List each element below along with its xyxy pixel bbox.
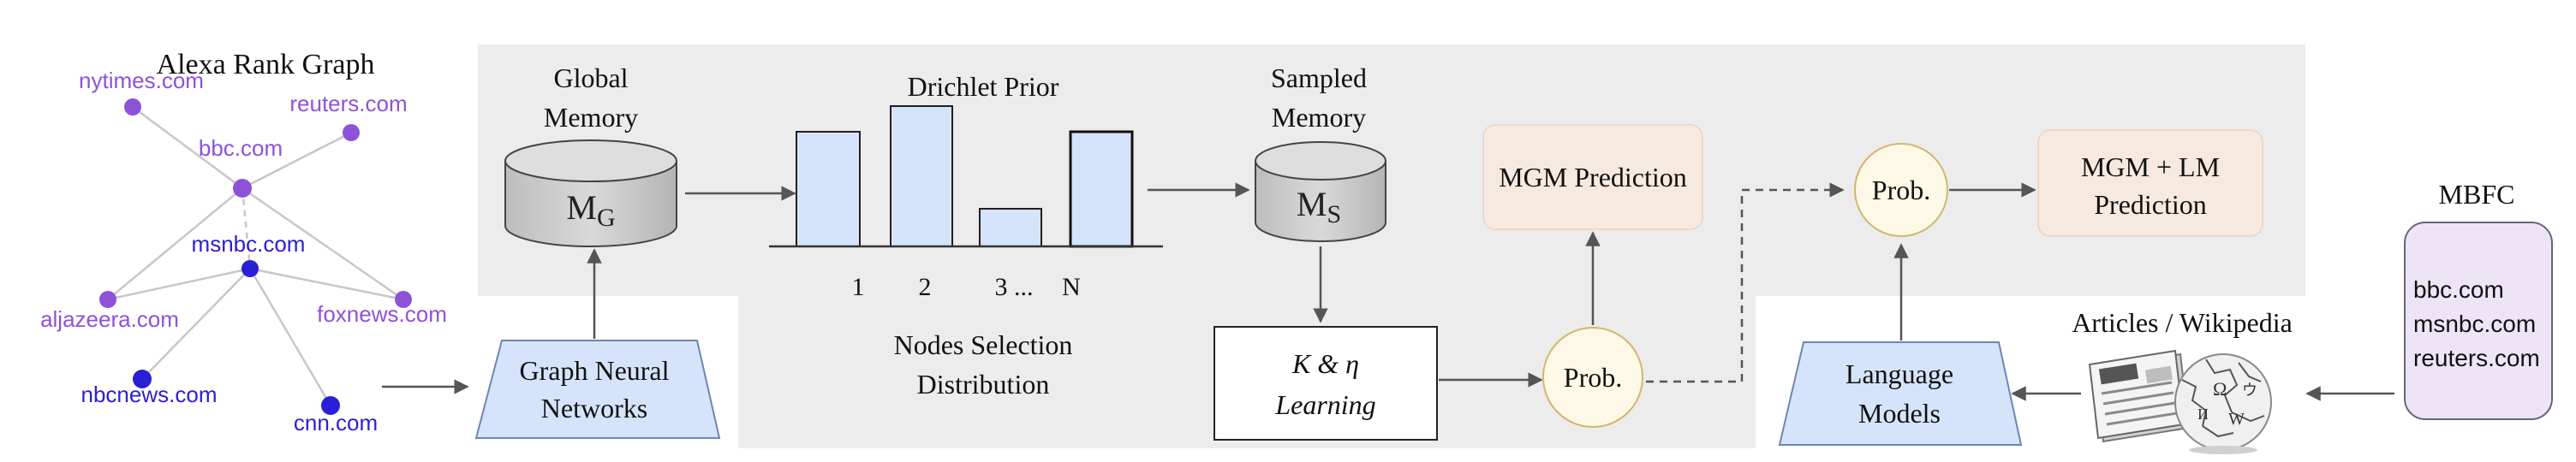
mbfc-box [2404, 222, 2553, 420]
node-reuters [343, 124, 360, 141]
edge-bbc-foxnews [242, 187, 404, 301]
global-memory-label-line2: Memory [544, 102, 638, 133]
edge-bbc-nytimes [132, 105, 243, 190]
learning-label-line2: Learning [1274, 389, 1375, 420]
node-label-nbcnews: nbcnews.com [81, 382, 218, 407]
graph-labels: nytimes.com reuters.com bbc.com msnbc.co… [40, 68, 447, 435]
articles-sources: Articles / Wikipedia Ω [2072, 307, 2293, 454]
gnn-trapezoid [474, 340, 721, 439]
newspaper-icon [2088, 349, 2191, 443]
language-models-trapezoid [1778, 341, 2023, 446]
prior-tick-3: 3 ... [995, 273, 1034, 301]
prob-left-circle [1542, 327, 1643, 428]
node-msnbc [242, 260, 259, 277]
mbfc-item-msnbc: msnbc.com [2413, 311, 2536, 337]
prior-bar-2 [890, 105, 953, 247]
global-memory: Global Memory MG [504, 62, 677, 247]
node-foxnews [395, 291, 412, 308]
language-models-block: Language Models [1778, 341, 2023, 446]
prior-bar-1 [796, 131, 861, 247]
svg-text:И: И [2197, 406, 2209, 423]
edge-msnbc-aljazeera [107, 267, 251, 301]
prior-tick-n: N [1062, 273, 1081, 301]
learning-box [1213, 326, 1438, 441]
edge-bbc-msnbc [241, 187, 252, 270]
mbfc-item-bbc: bbc.com [2413, 276, 2504, 303]
node-label-cnn: cnn.com [294, 410, 378, 435]
edge-bbc-aljazeera [107, 187, 243, 300]
graph-edges [107, 105, 404, 406]
dirichlet-prior: Drichlet Prior 1 2 3 ... N Nodes Selecti… [769, 71, 1163, 400]
node-label-aljazeera: aljazeera.com [40, 306, 179, 332]
global-memory-cylinder-top [504, 139, 677, 182]
prior-bars [796, 105, 1134, 248]
global-memory-cylinder [504, 161, 677, 247]
svg-text:W: W [2228, 410, 2245, 429]
node-label-reuters: reuters.com [289, 91, 407, 116]
global-memory-label-line1: Global [553, 62, 628, 93]
gnn-label-line1: Graph Neural [519, 355, 669, 386]
mgm-lm-prediction: MGM + LM Prediction [2037, 129, 2263, 237]
prior-bar-3 [979, 208, 1042, 247]
prior-caption-line2: Distribution [917, 369, 1050, 400]
edge-bbc-reuters [242, 131, 352, 190]
node-cnn [321, 396, 340, 415]
mgm-prediction-box [1482, 124, 1703, 230]
gnn-block: Graph Neural Networks [474, 340, 721, 439]
gnn-label-line2: Networks [541, 393, 647, 424]
svg-text:Ω: Ω [2213, 378, 2227, 400]
prior-tick-2: 2 [919, 273, 932, 301]
sampled-memory: Sampled Memory MS [1255, 62, 1386, 242]
svg-text:ウ: ウ [2242, 382, 2257, 399]
node-aljazeera [99, 291, 116, 308]
prob-right: Prob. [1854, 143, 1948, 237]
mgm-prediction-label: MGM Prediction [1499, 162, 1687, 192]
prior-tick-1: 1 [852, 273, 865, 301]
language-models-label-line2: Models [1858, 398, 1941, 429]
sampled-memory-cylinder [1255, 161, 1386, 242]
sampled-memory-label-line2: Memory [1272, 102, 1366, 133]
mbfc-list: bbc.com msnbc.com reuters.com [2413, 276, 2540, 371]
prior-caption-line1: Nodes Selection [894, 329, 1073, 360]
node-bbc [233, 179, 252, 198]
learning-block: K & η Learning [1213, 326, 1438, 441]
mgm-lm-label-line2: Prediction [2094, 189, 2207, 220]
global-memory-symbol: MG [566, 188, 615, 232]
sampled-memory-label-line1: Sampled [1271, 62, 1367, 93]
prob-left: Prob. [1542, 327, 1643, 428]
mgm-lm-prediction-box [2037, 129, 2263, 237]
node-nbcnews [133, 370, 152, 388]
node-label-nytimes: nytimes.com [79, 68, 204, 93]
prior-bar-4 [1069, 130, 1134, 248]
prob-left-label: Prob. [1564, 362, 1622, 393]
prob-right-label: Prob. [1872, 175, 1930, 205]
language-models-label-line1: Language [1846, 358, 1953, 389]
edge-msnbc-cnn [248, 268, 332, 406]
node-nytimes [124, 98, 141, 116]
node-label-foxnews: foxnews.com [317, 301, 447, 327]
edge-msnbc-nbcnews [141, 268, 251, 380]
node-label-bbc: bbc.com [199, 135, 283, 161]
mgm-lm-label-line1: MGM + LM [2081, 151, 2220, 182]
edge-msnbc-foxnews [249, 267, 404, 301]
alexa-rank-graph: Alexa Rank Graph nytimes.com reuters.com [40, 49, 447, 435]
arrow-dashed-prob-to-prob [1646, 182, 1845, 383]
mbfc-title: MBFC [2439, 179, 2515, 210]
wikipedia-globe-icon: Ω W И ウ [2174, 353, 2272, 454]
graph-nodes [99, 98, 412, 415]
graph-title: Alexa Rank Graph [157, 49, 375, 80]
sampled-memory-symbol: MS [1297, 185, 1341, 228]
learning-label-line1: K & η [1291, 348, 1359, 379]
mgm-prediction: MGM Prediction [1482, 124, 1703, 230]
prob-right-circle [1854, 143, 1948, 237]
mbfc-block: MBFC bbc.com msnbc.com reuters.com [2404, 179, 2553, 420]
prior-tick-labels: 1 2 3 ... N [852, 273, 1081, 301]
dirichlet-title: Drichlet Prior [908, 71, 1059, 102]
node-label-msnbc: msnbc.com [192, 231, 306, 257]
mbfc-item-reuters: reuters.com [2413, 345, 2540, 371]
sampled-memory-cylinder-top [1255, 141, 1386, 181]
articles-label: Articles / Wikipedia [2072, 307, 2293, 338]
